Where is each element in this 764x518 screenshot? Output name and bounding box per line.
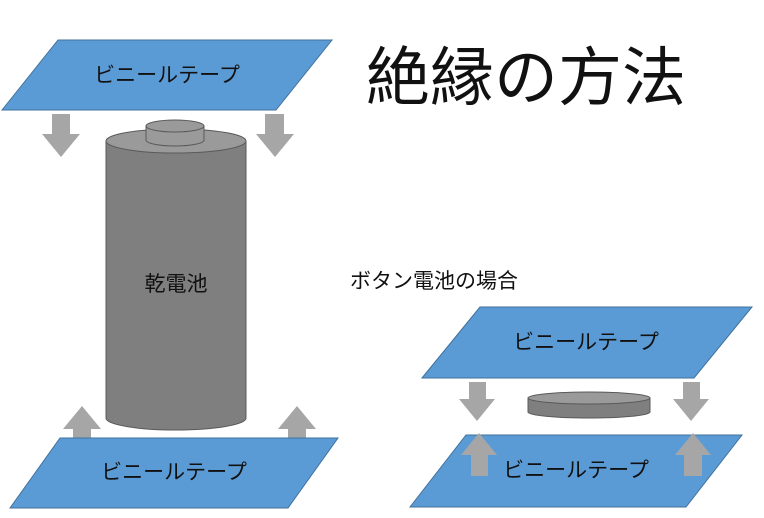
- button-top-vinyl-tape: ビニールテープ: [420, 306, 754, 379]
- button-down-arrow-left-icon: [459, 382, 495, 421]
- button-up-arrow-left-icon: [461, 433, 497, 476]
- top-tape-label: ビニールテープ: [94, 63, 240, 87]
- down-arrow-right-icon: [256, 114, 294, 157]
- button-battery-section-title: ボタン電池の場合: [350, 269, 518, 293]
- top-vinyl-tape: ビニールテープ: [0, 39, 334, 111]
- down-arrow-left-icon: [42, 114, 80, 157]
- button-down-arrow-right-icon: [673, 382, 709, 421]
- battery-label: 乾電池: [145, 272, 208, 296]
- bottom-vinyl-tape: ビニールテープ: [9, 437, 339, 509]
- button-battery: [527, 391, 651, 419]
- button-bottom-tape-label: ビニールテープ: [503, 458, 649, 482]
- up-arrow-left-icon: [63, 406, 101, 450]
- bottom-tape-label: ビニールテープ: [101, 460, 247, 484]
- button-up-arrow-right-icon: [675, 433, 711, 476]
- button-top-tape-label: ビニールテープ: [513, 330, 659, 354]
- page-title: 絶縁の方法: [366, 42, 686, 116]
- up-arrow-right-icon: [278, 406, 316, 450]
- dry-cell-battery: 乾電池: [105, 119, 247, 431]
